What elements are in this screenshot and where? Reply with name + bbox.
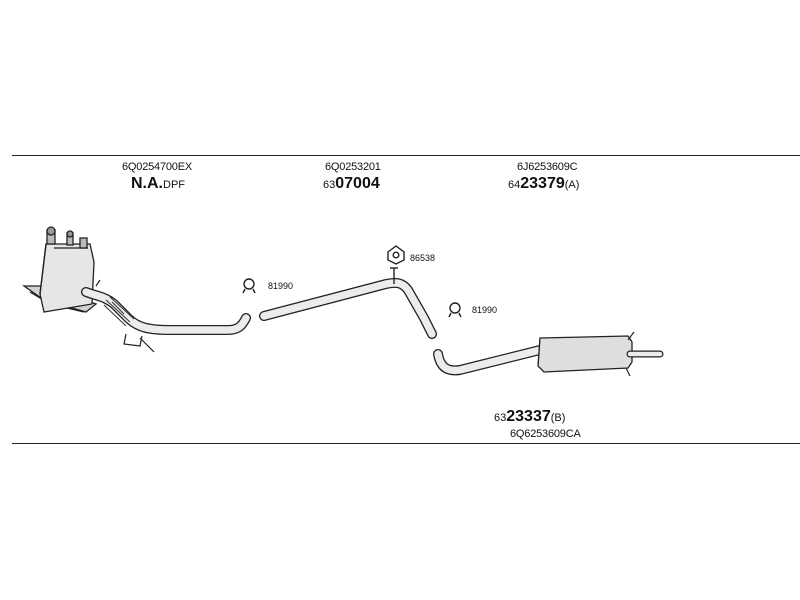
part-number-rear-silencer-a: 6423379(A) (508, 175, 580, 192)
clamp-label-front: 81990 (268, 281, 294, 291)
clamp-ring-icon (242, 278, 256, 294)
part-oem-rear-silencer-a: 6J6253609C (517, 161, 578, 173)
part-number-middle-pipe: 6307004 (323, 175, 380, 192)
clamp-label-mount: 86538 (410, 253, 436, 263)
rear-section (433, 331, 664, 377)
part-oem-dpf: 6Q0254700EX (122, 161, 192, 173)
part-number-dpf: N.A.DPF (131, 175, 185, 192)
top-rule (12, 155, 800, 156)
part-oem-middle-pipe: 6Q0253201 (325, 161, 381, 173)
bottom-rule (12, 443, 800, 444)
part-oem-rear-silencer-b: 6Q6253609CA (510, 428, 581, 440)
front-pipe (81, 279, 251, 353)
clamp-ring-icon (448, 302, 462, 318)
flex-section (103, 296, 135, 327)
clamp-label-rear: 81990 (472, 305, 498, 315)
rubber-mount-icon (387, 245, 405, 265)
part-number-rear-silencer-b: 6323337(B) (494, 408, 566, 425)
middle-pipe (259, 267, 437, 339)
dpf-unit (21, 226, 98, 313)
